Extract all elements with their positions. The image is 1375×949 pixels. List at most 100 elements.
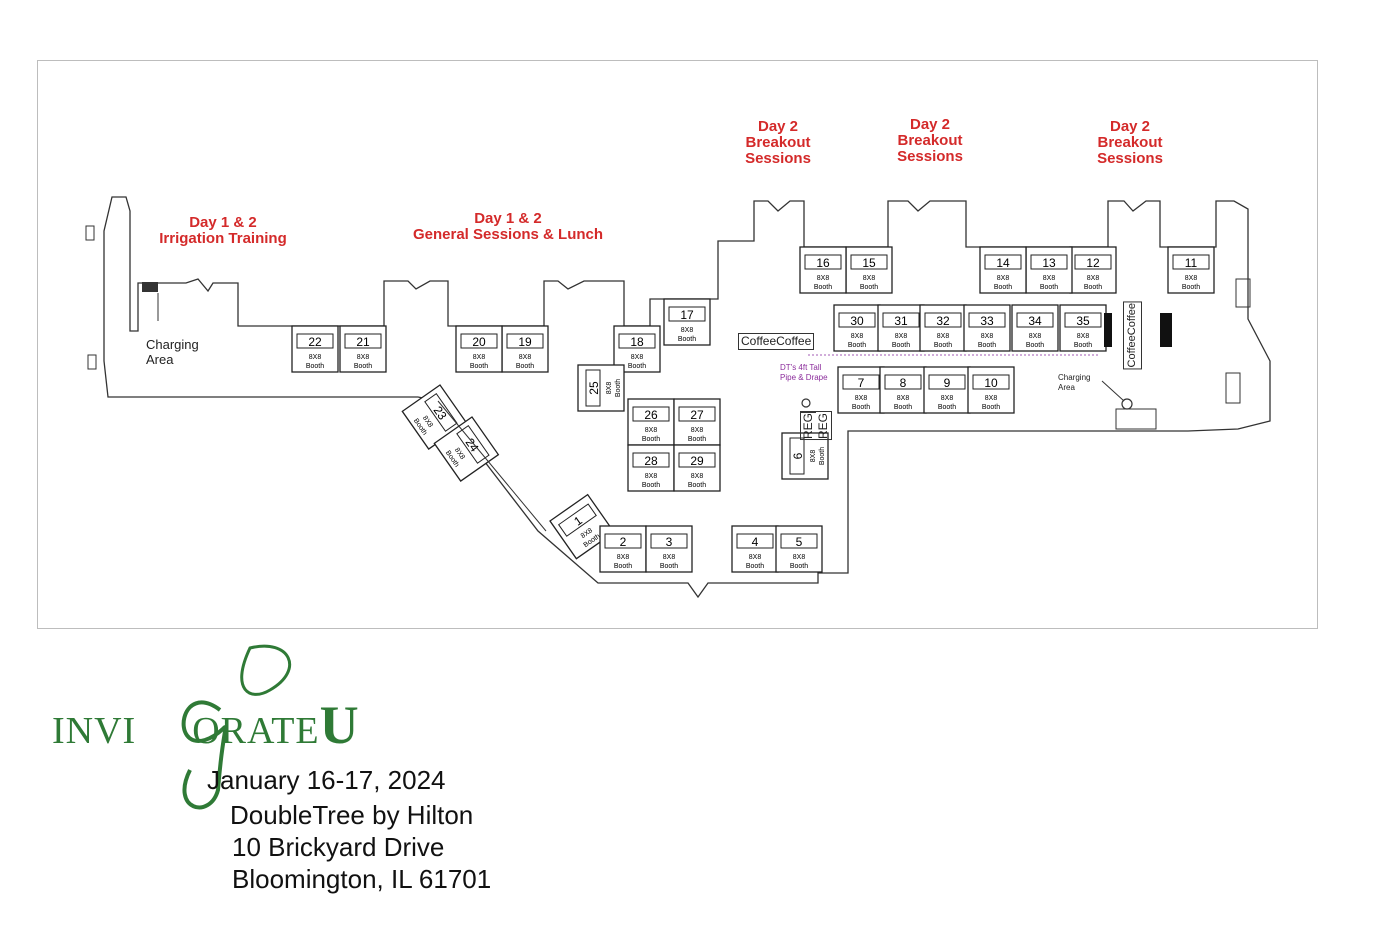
booth-table — [618, 333, 656, 349]
booth-caption: 8X8 — [997, 275, 1010, 282]
logo-part2: ORATE — [192, 710, 320, 752]
booth-outline — [549, 493, 615, 560]
booth-number: 32 — [936, 314, 950, 328]
room-irrigation-training: Day 1 & 2 Irrigation Training — [148, 215, 298, 247]
booth-table — [968, 312, 1006, 328]
coffee-label: Coffee — [776, 334, 812, 348]
booth-caption: Booth — [354, 363, 372, 370]
booth-caption: Booth — [660, 563, 678, 570]
booth-caption: 8X8 — [681, 327, 694, 334]
booth-caption: 8X8 — [985, 395, 998, 402]
pipe-drape-line1: DT's 4ft Tall — [780, 363, 822, 372]
booth-number: 10 — [984, 376, 998, 390]
charging-area-right: Charging Area — [1058, 373, 1090, 393]
pipe-drape-line2: Pipe & Drape — [780, 373, 828, 382]
logo-part3: U — [319, 695, 360, 755]
logo-part1: INVI — [52, 710, 137, 752]
booth-caption: Booth — [642, 436, 660, 443]
booth-caption: 8X8 — [645, 427, 658, 434]
booth-number: 15 — [862, 256, 876, 270]
pipe-drape-label: DT's 4ft Tall Pipe & Drape — [780, 363, 828, 383]
booth-number: 20 — [472, 335, 486, 349]
booth-number: 8 — [900, 376, 907, 390]
booth-number: 6 — [791, 452, 805, 459]
booth-number: 13 — [1042, 256, 1056, 270]
booth-table — [678, 406, 716, 422]
booth-table — [789, 437, 805, 475]
booth-caption: 8X8 — [749, 554, 762, 561]
charging-area-left: Charging Area — [146, 337, 199, 367]
booth-number: 31 — [894, 314, 908, 328]
booth-table — [456, 424, 490, 464]
room-general-sessions-line1: Day 1 & 2 — [474, 210, 542, 227]
booth-caption: Booth — [938, 404, 956, 411]
booth-number: 29 — [690, 454, 704, 468]
booth-table — [804, 254, 842, 270]
booth-number: 14 — [996, 256, 1010, 270]
room-breakout-a: Day 2 Breakout Sessions — [738, 119, 818, 167]
booth-caption: Booth — [746, 563, 764, 570]
booth-number: 18 — [630, 335, 644, 349]
invigorate-u-logo — [181, 644, 292, 810]
booth-caption: Booth — [688, 482, 706, 489]
booth-caption: Booth — [934, 342, 952, 349]
booth-table — [1172, 254, 1210, 270]
booth-table — [344, 333, 382, 349]
room-irrigation-training-line2: Irrigation Training — [159, 230, 287, 247]
booth-number: 2 — [620, 535, 627, 549]
room-breakout-b: Day 2 Breakout Sessions — [890, 117, 970, 165]
booth-table — [928, 374, 966, 390]
booth-caption: 8X8 — [357, 354, 370, 361]
booth-caption: Booth — [688, 436, 706, 443]
booth-caption: 8X8 — [817, 275, 830, 282]
room-breakout-c-line2: Breakout — [1097, 134, 1163, 151]
display-block — [1160, 313, 1172, 347]
event-venue: DoubleTree by Hilton — [230, 800, 474, 830]
booth-caption: Booth — [860, 284, 878, 291]
booth-caption: 8X8 — [519, 354, 532, 361]
booth-table — [678, 452, 716, 468]
booth-caption: 8X8 — [663, 554, 676, 561]
leaf-icon — [240, 644, 292, 696]
booth-table — [506, 333, 544, 349]
room-breakout-b-line3: Sessions — [897, 148, 963, 165]
coffee-station: CoffeeCoffee — [738, 333, 815, 350]
booth-caption: Booth — [819, 447, 826, 465]
booth-caption: Booth — [790, 563, 808, 570]
booth-caption: 8X8 — [897, 395, 910, 402]
